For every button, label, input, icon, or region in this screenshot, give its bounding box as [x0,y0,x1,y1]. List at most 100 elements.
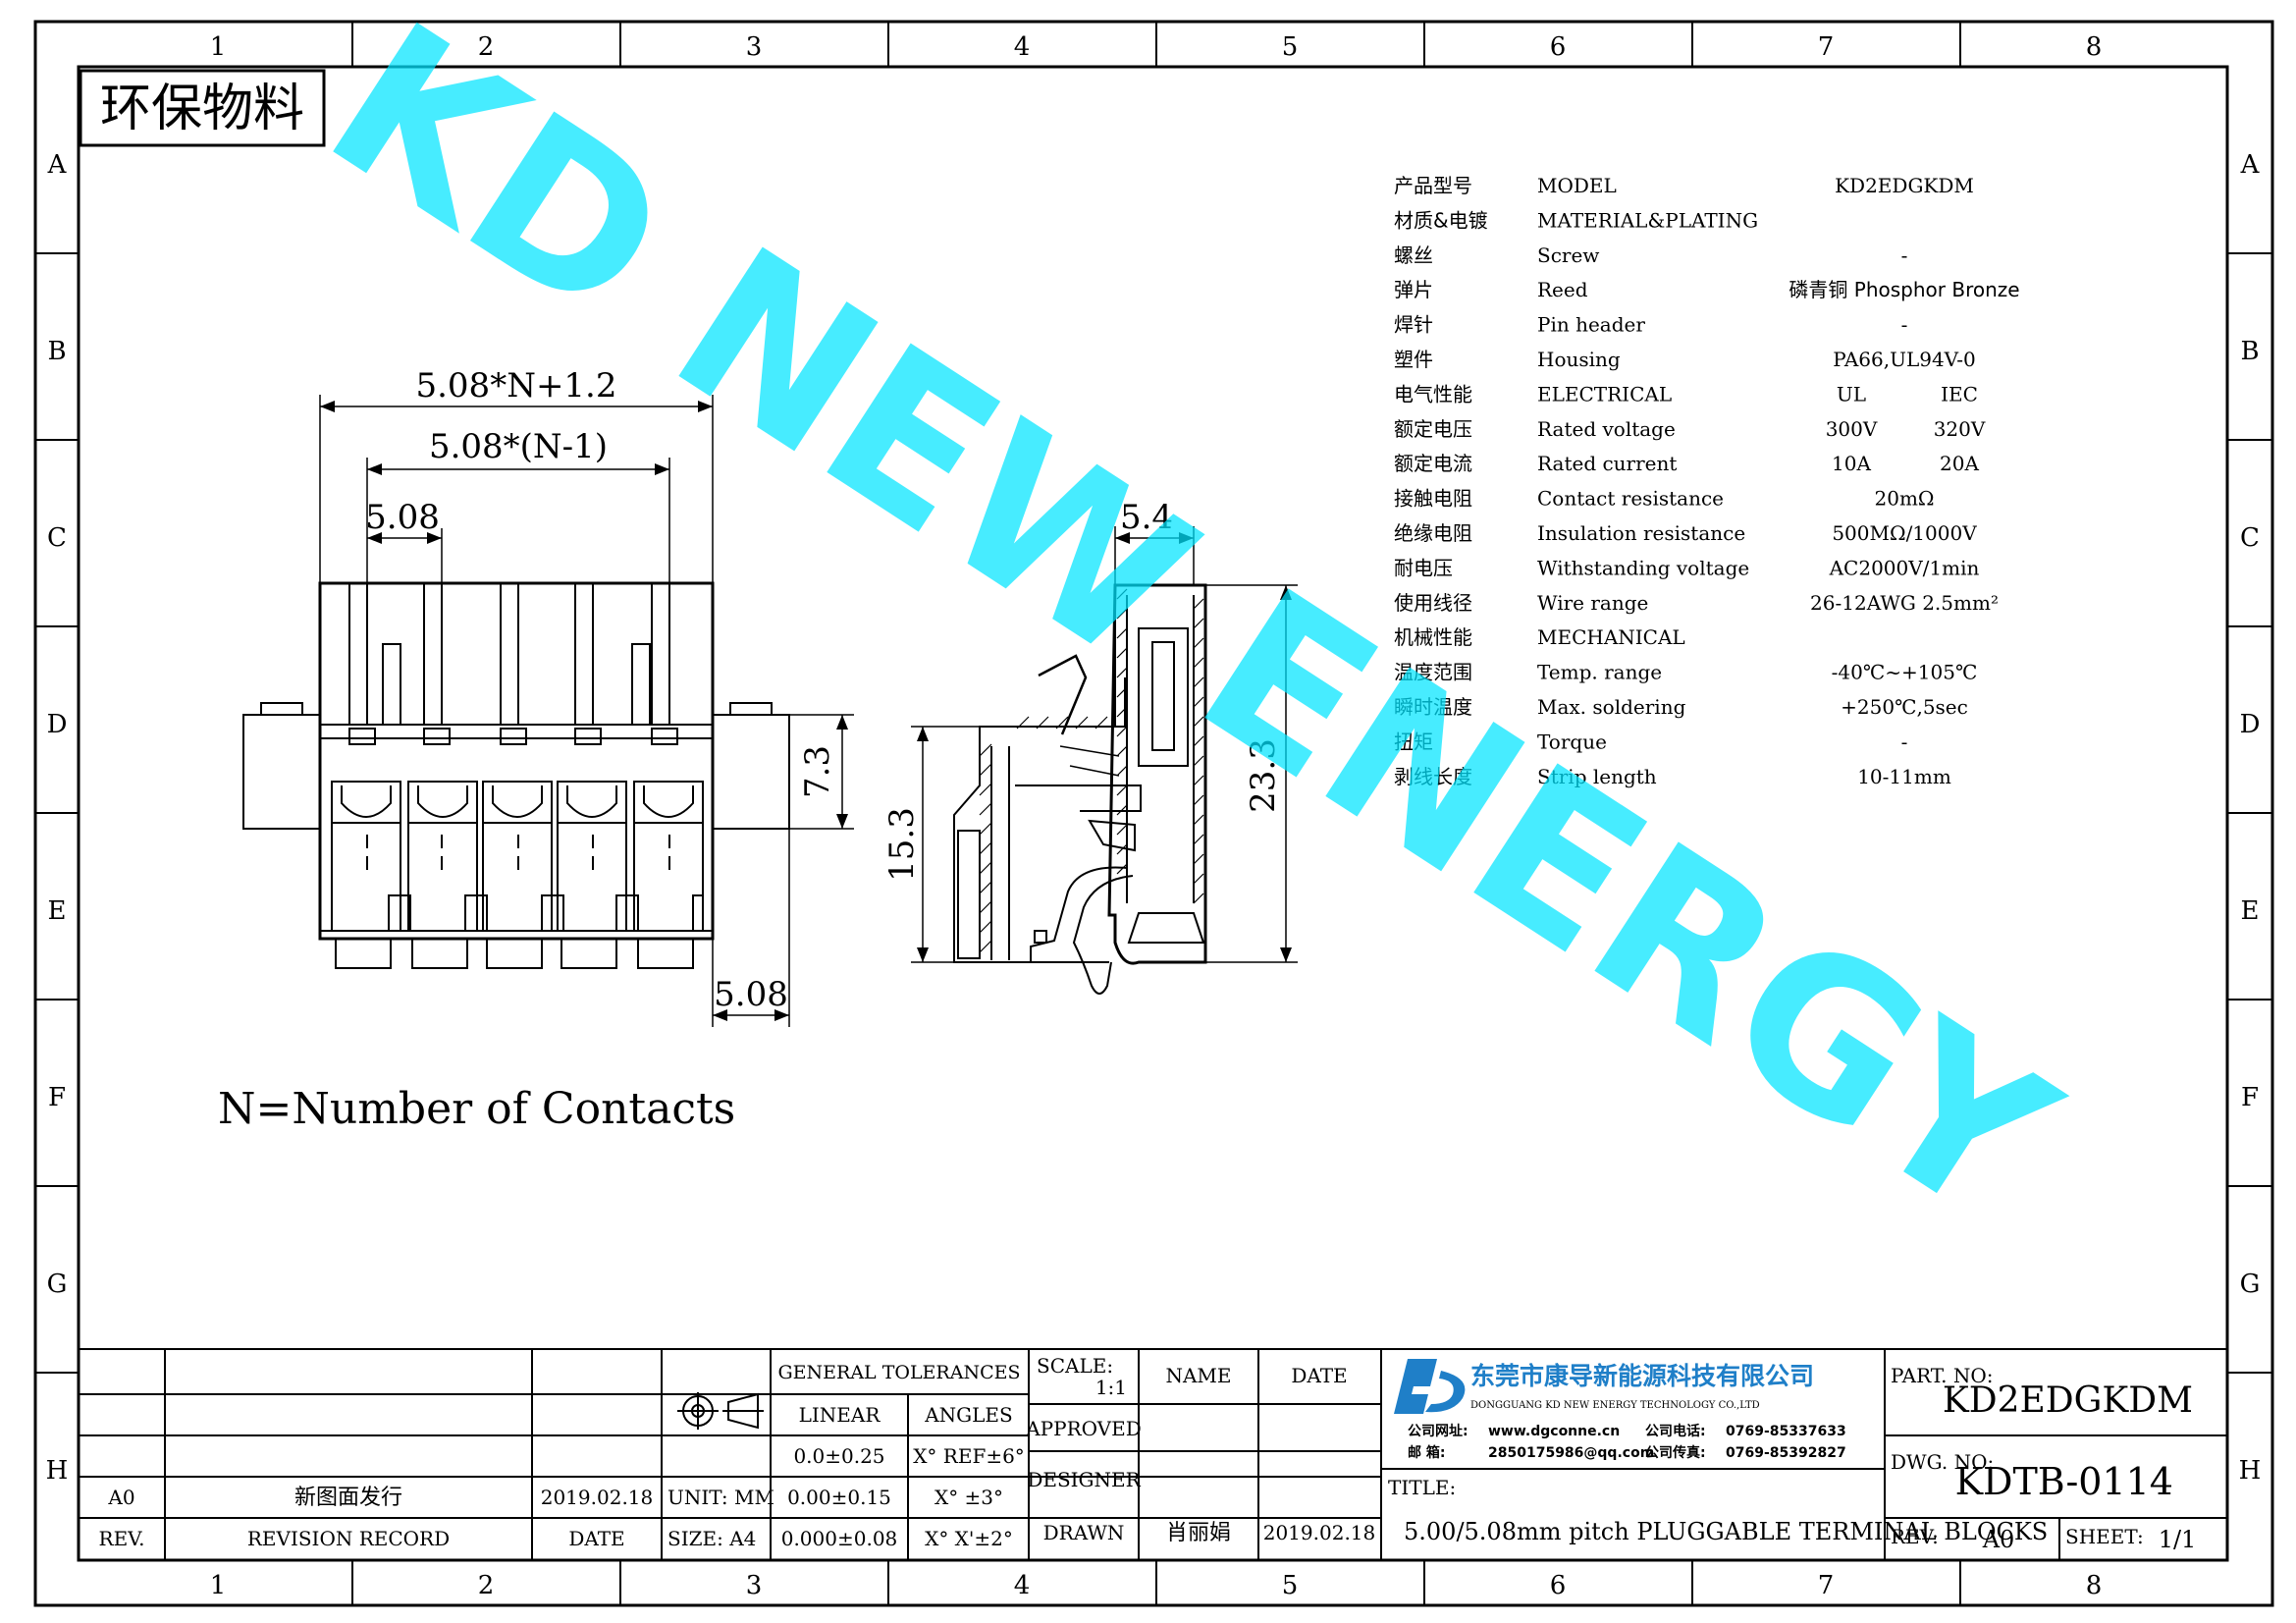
angle-tol: X° X'±2° [925,1527,1013,1550]
watermark-text: KD NEW ENERGY [290,0,2093,1268]
row-label: A [47,150,68,180]
spec-label-cn: 接触电阻 [1394,487,1472,511]
dwg-label: DWG. NO: [1891,1450,1994,1474]
frame-labels: 1 2 3 4 5 6 7 8 1 2 3 4 5 6 7 8 A B C D … [46,32,2262,1600]
spec-label-cn: 塑件 [1394,348,1433,371]
spec-value-iec: 320V [1934,417,1986,441]
spec-label-en: Withstanding voltage [1537,556,1749,579]
spec-label-cn: 额定电压 [1394,417,1472,441]
row-label: A [2240,150,2261,180]
col-label: 7 [1818,1571,1835,1600]
spec-label-en: Temp. range [1537,661,1662,684]
row-label: B [2240,337,2259,366]
rev-label: REV: [1891,1525,1939,1548]
drawn-date: 2019.02.18 [1263,1521,1376,1544]
spec-value: 26-12AWG 2.5mm² [1810,591,1999,615]
rev-record-value: 新图面发行 [294,1486,402,1510]
dim-pitch-top: 5.08 [365,498,440,537]
spec-label-en: Rated voltage [1537,417,1676,441]
spec-label-cn: 机械性能 [1394,625,1472,649]
spec-label-en: Screw [1537,243,1599,267]
spec-label-en: Housing [1537,348,1621,371]
spec-value: - [1901,243,1908,267]
right-screw-cap [729,702,773,716]
rev-date-value: 2019.02.18 [541,1486,654,1509]
left-screw-cap [260,702,303,716]
spec-label-en: Max. soldering [1537,695,1686,719]
col-label: 2 [478,32,495,62]
spec-label-cn: 额定电流 [1394,452,1472,475]
spec-label-en: Strip length [1537,765,1657,788]
spec-label-cn: 产品型号 [1394,174,1472,197]
row-label: G [2240,1270,2261,1299]
spec-label-en: ELECTRICAL [1537,382,1672,406]
col-label: 6 [1550,1571,1567,1600]
side-view-hatching [979,588,1204,953]
projection-symbol-icon [677,1392,764,1430]
row-label: C [2240,523,2260,553]
angle-tol: X° REF±6° [913,1444,1025,1468]
spec-value: -40℃~+105℃ [1832,661,1978,684]
spec-value-iec: IEC [1941,382,1978,406]
row-label: G [47,1270,68,1299]
spec-label-cn: 焊针 [1394,313,1433,337]
col-label: 5 [1282,1571,1299,1600]
row-label: D [47,710,68,739]
spec-label-cn: 使用线径 [1394,591,1472,615]
col-label: 8 [2086,1571,2103,1600]
drawing-title: 5.00/5.08mm pitch PLUGGABLE TERMINAL BLO… [1404,1518,2048,1545]
rev-value: A0 [107,1486,134,1509]
row-label: F [48,1083,66,1112]
spec-row: 电气性能 ELECTRICAL UL IEC [1394,382,1978,406]
fax-label: 公司传真: [1645,1444,1706,1461]
fax-value: 0769-85392827 [1726,1445,1846,1461]
spec-value: KD2EDGKDM [1835,174,1974,197]
col-label: 1 [210,1571,227,1600]
spec-label-cn: 电气性能 [1394,382,1472,406]
company-name-en: DONGGUANG KD NEW ENERGY TECHNOLOGY CO.,L… [1470,1400,1760,1411]
sheet-label: SHEET: [2065,1525,2144,1548]
spec-value-ul: UL [1837,382,1866,406]
scale-label: SCALE: [1037,1354,1113,1378]
spec-label-cn: 材质&电镀 [1394,208,1488,232]
mail-value: 2850175986@qq.com [1488,1445,1654,1461]
spec-value-iec: 20A [1940,452,1979,475]
spec-label-en: Rated current [1537,452,1677,475]
date-header: DATE [568,1527,624,1550]
approved-label: APPROVED [1025,1417,1142,1440]
housing-front [318,581,715,941]
spec-label-cn: 耐电压 [1394,556,1453,579]
drawn-name: 肖丽娟 [1166,1521,1231,1545]
front-view [242,581,790,969]
dim-pitch-bottom: 5.08 [714,975,788,1014]
scale-value: 1:1 [1095,1376,1127,1399]
tolerances-title: GENERAL TOLERANCES [777,1362,1020,1383]
part-label: PART. NO: [1891,1364,1994,1387]
spec-label-en: Torque [1537,730,1607,753]
side-view-dimension-text: 5.4 23.3 15.3 [882,498,1283,882]
row-label: H [46,1456,69,1486]
spec-row: 额定电压 Rated voltage 300V 320V [1394,417,1986,441]
spec-value: +250℃,5sec [1841,695,1968,719]
mail-label: 邮 箱: [1408,1444,1445,1461]
row-label: D [2240,710,2261,739]
spec-value-ul: 300V [1826,417,1878,441]
row-label: E [48,896,67,926]
dim-side-height-right: 23.3 [1244,738,1283,813]
col-label: 7 [1818,32,1835,62]
tel-value: 0769-85337633 [1726,1424,1846,1439]
linear-tol: 0.00±0.15 [787,1486,891,1509]
spec-value: 磷青铜 Phosphor Bronze [1789,278,2019,301]
title-label: TITLE: [1388,1476,1456,1499]
